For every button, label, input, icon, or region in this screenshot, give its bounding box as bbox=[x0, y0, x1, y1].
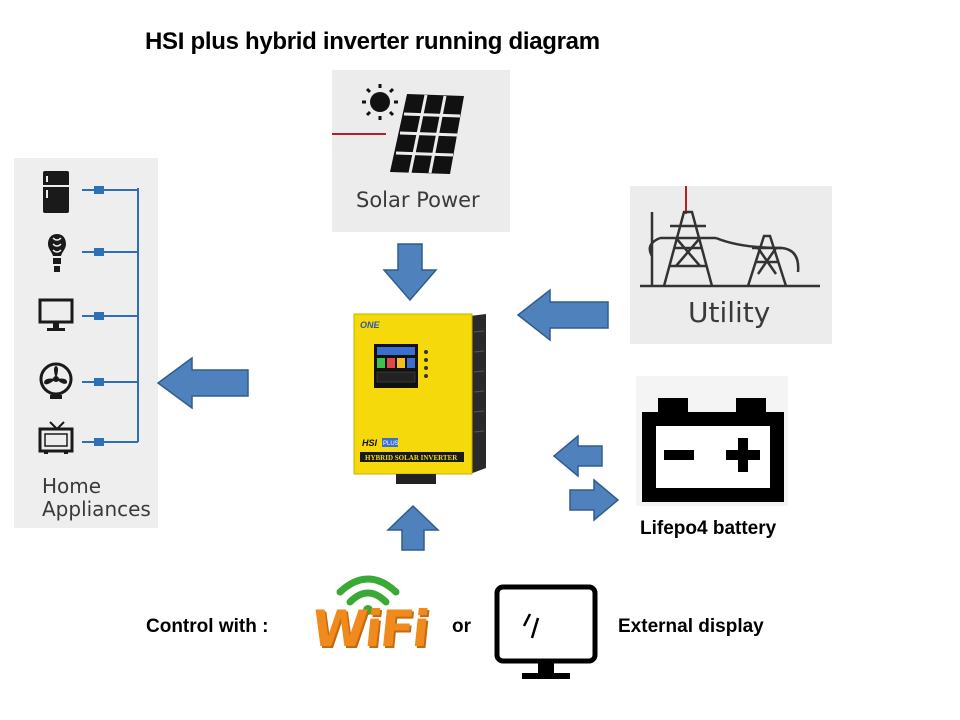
appliances-wiring bbox=[82, 186, 139, 446]
wifi-text: WiFi bbox=[308, 600, 431, 658]
battery-icon bbox=[642, 398, 784, 502]
monitor-icon bbox=[38, 298, 74, 331]
arrow-solar-to-inverter bbox=[382, 243, 438, 302]
home-appliances-panel: Home Appliances bbox=[14, 158, 158, 528]
solar-panel-icon bbox=[332, 84, 464, 174]
arrow-inverter-to-battery bbox=[569, 478, 620, 522]
arrow-battery-to-inverter bbox=[552, 434, 603, 478]
power-tower-icon bbox=[640, 186, 820, 288]
arrow-inverter-to-appliances bbox=[156, 356, 249, 410]
external-display-label: External display bbox=[618, 616, 764, 637]
inverter-caption: HYBRID SOLAR INVERTER bbox=[365, 454, 458, 462]
battery-label: Lifepo4 battery bbox=[640, 518, 777, 539]
refrigerator-icon bbox=[43, 171, 69, 213]
inverter-device-icon: ONE HSI PLUS HYBRID SOLAR INVERTER bbox=[353, 313, 486, 484]
wifi-logo: WiFi bbox=[309, 566, 431, 662]
television-icon bbox=[38, 421, 74, 454]
utility-panel: Utility bbox=[630, 186, 832, 344]
inverter-model: HSI bbox=[362, 438, 378, 448]
solar-power-label: Solar Power bbox=[356, 188, 480, 212]
arrow-utility-to-inverter bbox=[516, 288, 609, 342]
or-label: or bbox=[452, 616, 471, 637]
battery-panel bbox=[636, 376, 788, 506]
light-bulb-icon bbox=[48, 234, 66, 272]
diagram-title: HSI plus hybrid inverter running diagram bbox=[145, 28, 600, 55]
arrow-control-to-inverter bbox=[386, 504, 440, 551]
fan-icon bbox=[39, 362, 73, 399]
home-appliances-label-line2: Appliances bbox=[42, 497, 151, 521]
inverter-model-suffix: PLUS bbox=[383, 441, 399, 447]
hybrid-inverter: ONE HSI PLUS HYBRID SOLAR INVERTER bbox=[352, 312, 488, 488]
solar-power-panel: Solar Power bbox=[332, 70, 510, 232]
inverter-brand: ONE bbox=[360, 320, 381, 330]
utility-label: Utility bbox=[688, 296, 771, 329]
home-appliances-label-line1: Home bbox=[42, 474, 102, 498]
external-display-icon bbox=[494, 584, 598, 679]
sun-icon bbox=[362, 84, 398, 120]
control-with-label: Control with : bbox=[146, 616, 269, 637]
wifi-signal-icon bbox=[336, 575, 400, 615]
